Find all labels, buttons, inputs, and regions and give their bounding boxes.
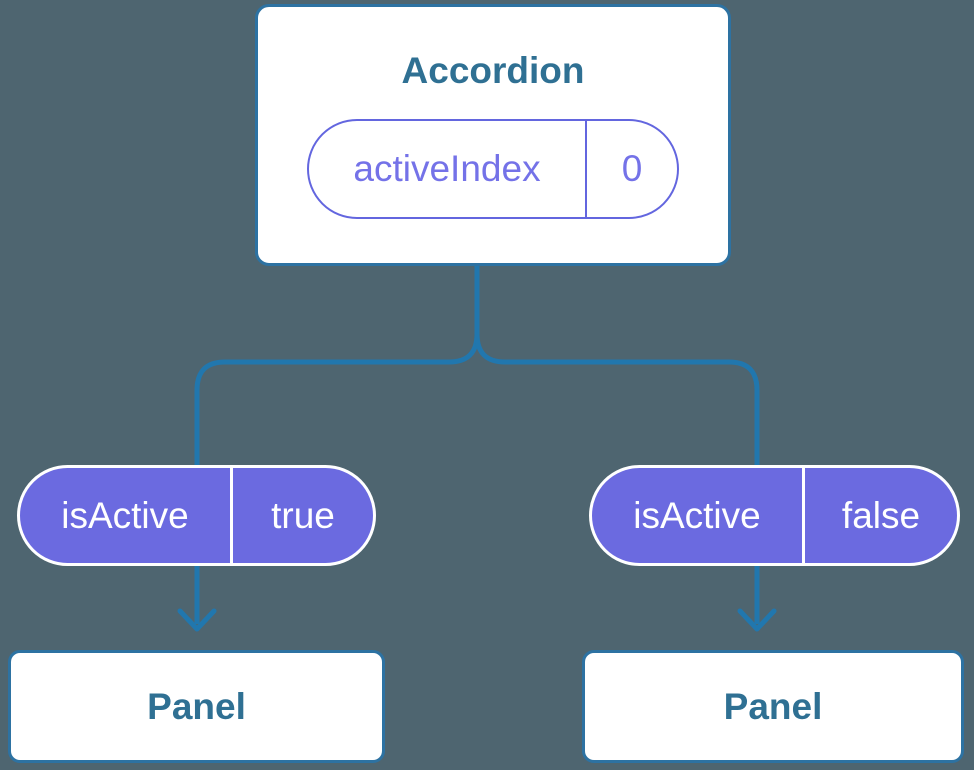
prop-pill-name: isActive bbox=[592, 468, 805, 563]
prop-pill-isactive-false: isActive false bbox=[589, 465, 960, 566]
accordion-component-card: Accordion activeIndex 0 bbox=[255, 4, 731, 266]
panel-component-name: Panel bbox=[723, 685, 823, 727]
branch-line-left bbox=[194, 266, 480, 624]
panel-component-card-left: Panel bbox=[8, 650, 385, 763]
panel-component-card-right: Panel bbox=[582, 650, 964, 763]
state-pill-name: activeIndex bbox=[309, 121, 587, 217]
prop-pill-value: false bbox=[841, 494, 921, 536]
state-pill-value: 0 bbox=[621, 148, 643, 189]
state-pill-activeindex: activeIndex 0 bbox=[307, 119, 679, 219]
arrowhead-down-icon-right bbox=[737, 608, 777, 632]
prop-pill-name: isActive bbox=[20, 468, 233, 563]
arrowhead-down-icon-left bbox=[177, 608, 217, 632]
accordion-component-name: Accordion bbox=[401, 50, 585, 91]
prop-pill-value: true bbox=[271, 494, 335, 536]
prop-pill-isactive-true: isActive true bbox=[17, 465, 376, 566]
panel-component-name: Panel bbox=[147, 685, 246, 727]
branch-line-right bbox=[474, 266, 760, 624]
